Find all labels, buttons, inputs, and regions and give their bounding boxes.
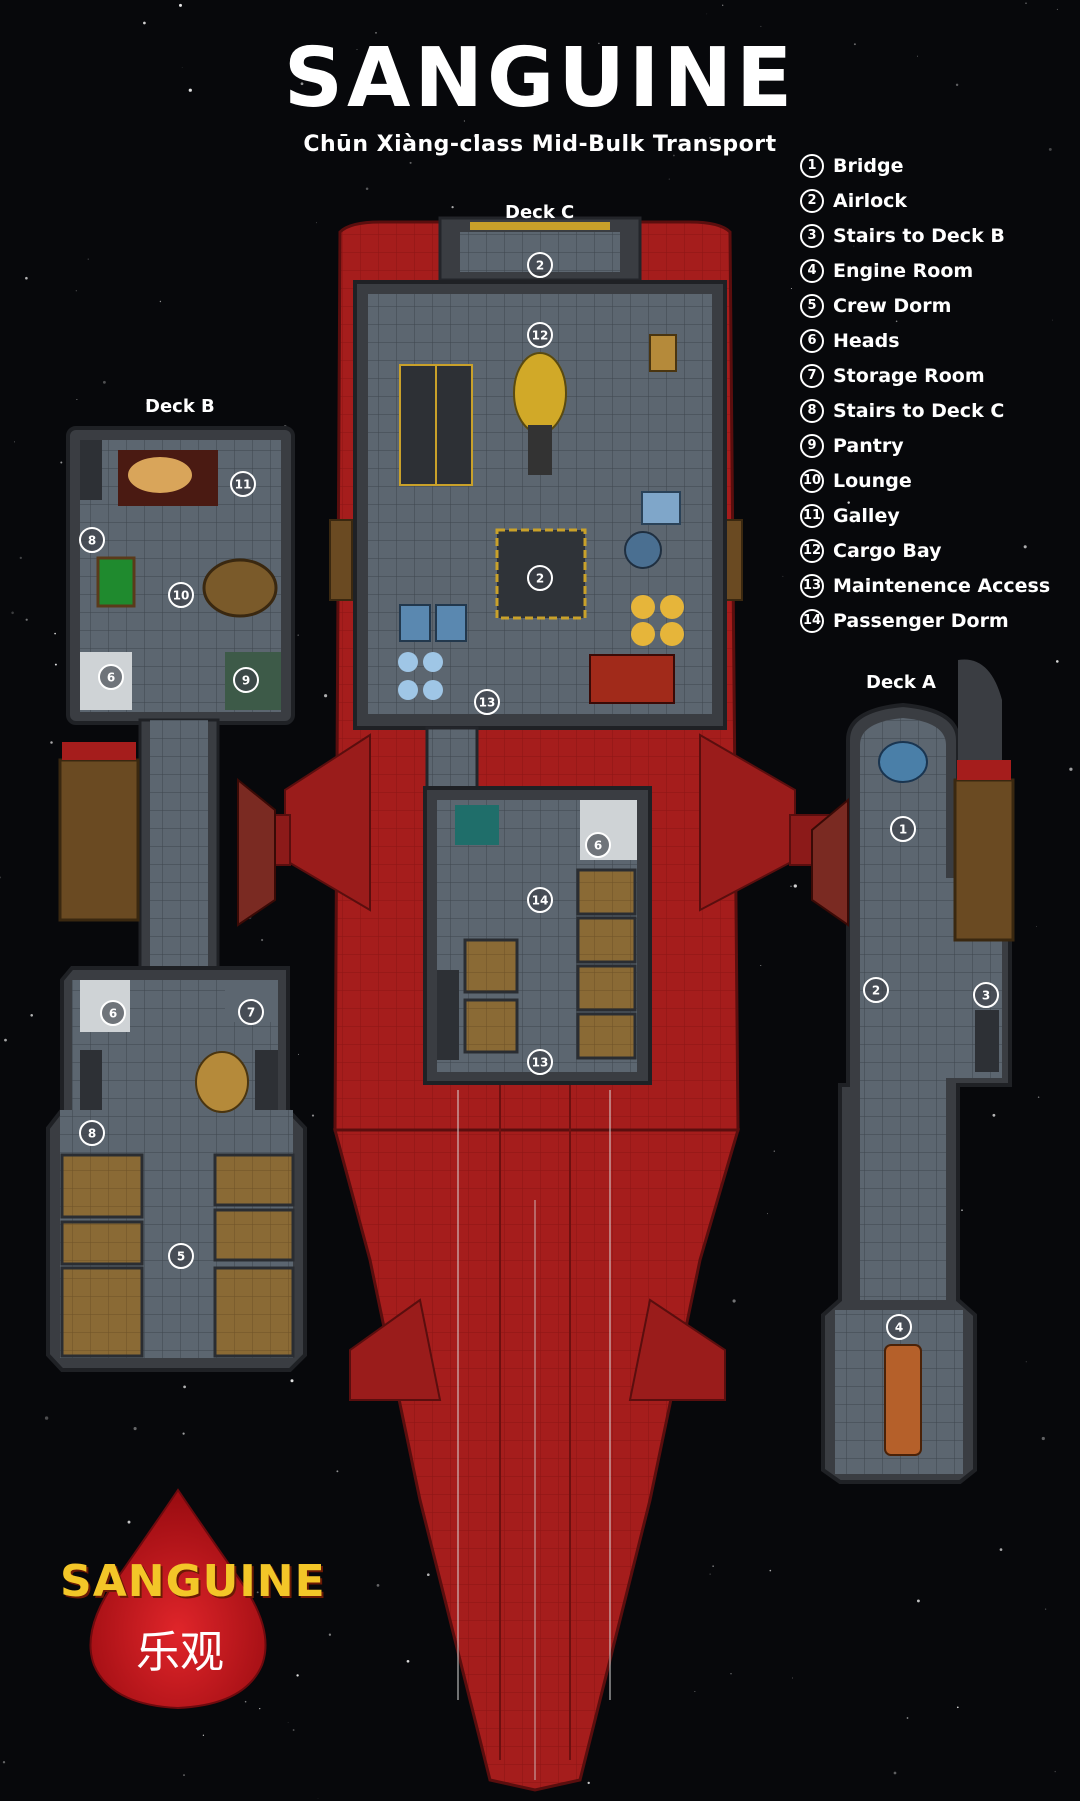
- map-marker: 13: [527, 1049, 553, 1075]
- map-marker-number: 10: [173, 589, 190, 603]
- map-marker: 2: [863, 977, 889, 1003]
- map-marker: 13: [474, 689, 500, 715]
- map-marker: 10: [168, 582, 194, 608]
- legend-label: Airlock: [833, 189, 908, 212]
- legend-label: Maintenence Access: [833, 574, 1051, 597]
- legend-label: Bridge: [833, 154, 904, 177]
- map-marker-number: 13: [532, 1056, 549, 1070]
- legend-label: Heads: [833, 329, 900, 352]
- legend-label: Galley: [833, 504, 900, 527]
- legend-number: 1: [800, 153, 824, 178]
- page-title: SANGUINE: [283, 31, 797, 126]
- map-marker-number: 6: [107, 671, 115, 685]
- logo-chinese-text: 乐观: [136, 1627, 224, 1678]
- legend-label: Lounge: [833, 469, 912, 492]
- map-marker: 9: [233, 667, 259, 693]
- deck-c-airlock: [438, 216, 642, 282]
- map-marker-number: 3: [982, 989, 990, 1003]
- map-marker: 12: [527, 322, 553, 348]
- legend-item: 6 Heads: [800, 323, 1050, 358]
- map-marker: 2: [527, 252, 553, 278]
- legend-number: 11: [800, 503, 824, 528]
- legend-number: 10: [800, 468, 824, 493]
- sanguine-logo-drop: [89, 1488, 267, 1710]
- map-marker-number: 4: [895, 1321, 903, 1335]
- legend-item: 3 Stairs to Deck B: [800, 218, 1050, 253]
- map-marker-number: 8: [88, 1127, 96, 1141]
- map-marker: 8: [79, 1120, 105, 1146]
- deck-a-label: Deck A: [866, 672, 936, 693]
- legend-item: 14 Passenger Dorm: [800, 603, 1050, 638]
- legend-item: 5 Crew Dorm: [800, 288, 1050, 323]
- legend-label: Crew Dorm: [833, 294, 952, 317]
- map-marker: 6: [100, 1000, 126, 1026]
- legend-number: 7: [800, 363, 824, 388]
- legend-label: Pantry: [833, 434, 904, 457]
- map-marker-number: 1: [899, 823, 907, 837]
- map-marker-number: 11: [235, 478, 252, 492]
- map-marker-number: 2: [536, 259, 544, 273]
- legend-item: 13 Maintenence Access: [800, 568, 1050, 603]
- map-marker: 8: [79, 527, 105, 553]
- legend-label: Engine Room: [833, 259, 974, 282]
- legend-label: Stairs to Deck C: [833, 399, 1005, 422]
- logo-wordmark: SANGUINE: [60, 1556, 326, 1607]
- legend-number: 6: [800, 328, 824, 353]
- map-marker-number: 8: [88, 534, 96, 548]
- map-marker-number: 2: [872, 984, 880, 998]
- deck-a-plan: [811, 659, 1015, 1484]
- map-marker: 2: [527, 565, 553, 591]
- map-marker-number: 6: [109, 1007, 117, 1021]
- map-marker: 6: [98, 664, 124, 690]
- map-marker: 3: [973, 982, 999, 1008]
- deck-b-label: Deck B: [145, 396, 215, 417]
- legend-number: 4: [800, 258, 824, 283]
- map-marker: 5: [168, 1243, 194, 1269]
- map-marker: 7: [238, 999, 264, 1025]
- map-marker-number: 14: [532, 894, 549, 908]
- legend-item: 9 Pantry: [800, 428, 1050, 463]
- deck-c-label: Deck C: [505, 202, 575, 223]
- legend-item: 7 Storage Room: [800, 358, 1050, 393]
- legend-number: 5: [800, 293, 824, 318]
- legend-number: 9: [800, 433, 824, 458]
- legend-number: 14: [800, 608, 824, 633]
- map-marker-number: 9: [242, 674, 250, 688]
- legend-number: 12: [800, 538, 824, 563]
- map-marker: 1: [890, 816, 916, 842]
- map-marker-number: 5: [177, 1250, 185, 1264]
- legend-item: 2 Airlock: [800, 183, 1050, 218]
- legend-number: 3: [800, 223, 824, 248]
- map-marker: 14: [527, 887, 553, 913]
- map-marker-number: 12: [532, 329, 549, 343]
- page-subtitle: Chūn Xiàng-class Mid-Bulk Transport: [303, 132, 777, 157]
- deck-b-plan: [46, 426, 307, 1372]
- legend-label: Storage Room: [833, 364, 985, 387]
- map-marker: 4: [886, 1314, 912, 1340]
- map-marker-number: 6: [594, 839, 602, 853]
- legend-label: Cargo Bay: [833, 539, 942, 562]
- room-legend: 1 Bridge 2 Airlock 3 Stairs to Deck B 4 Engine …: [800, 148, 1050, 638]
- deck-c-cargo-bay: [353, 280, 727, 730]
- map-marker: 6: [585, 832, 611, 858]
- legend-number: 13: [800, 573, 824, 598]
- map-marker-number: 13: [479, 696, 496, 710]
- legend-item: 1 Bridge: [800, 148, 1050, 183]
- legend-number: 8: [800, 398, 824, 423]
- legend-item: 10 Lounge: [800, 463, 1050, 498]
- map-marker-number: 7: [247, 1006, 255, 1020]
- legend-item: 8 Stairs to Deck C: [800, 393, 1050, 428]
- legend-item: 11 Galley: [800, 498, 1050, 533]
- legend-number: 2: [800, 188, 824, 213]
- legend-item: 12 Cargo Bay: [800, 533, 1050, 568]
- legend-item: 4 Engine Room: [800, 253, 1050, 288]
- legend-label: Passenger Dorm: [833, 609, 1009, 632]
- map-marker-number: 2: [536, 572, 544, 586]
- map-marker: 11: [230, 471, 256, 497]
- legend-label: Stairs to Deck B: [833, 224, 1005, 247]
